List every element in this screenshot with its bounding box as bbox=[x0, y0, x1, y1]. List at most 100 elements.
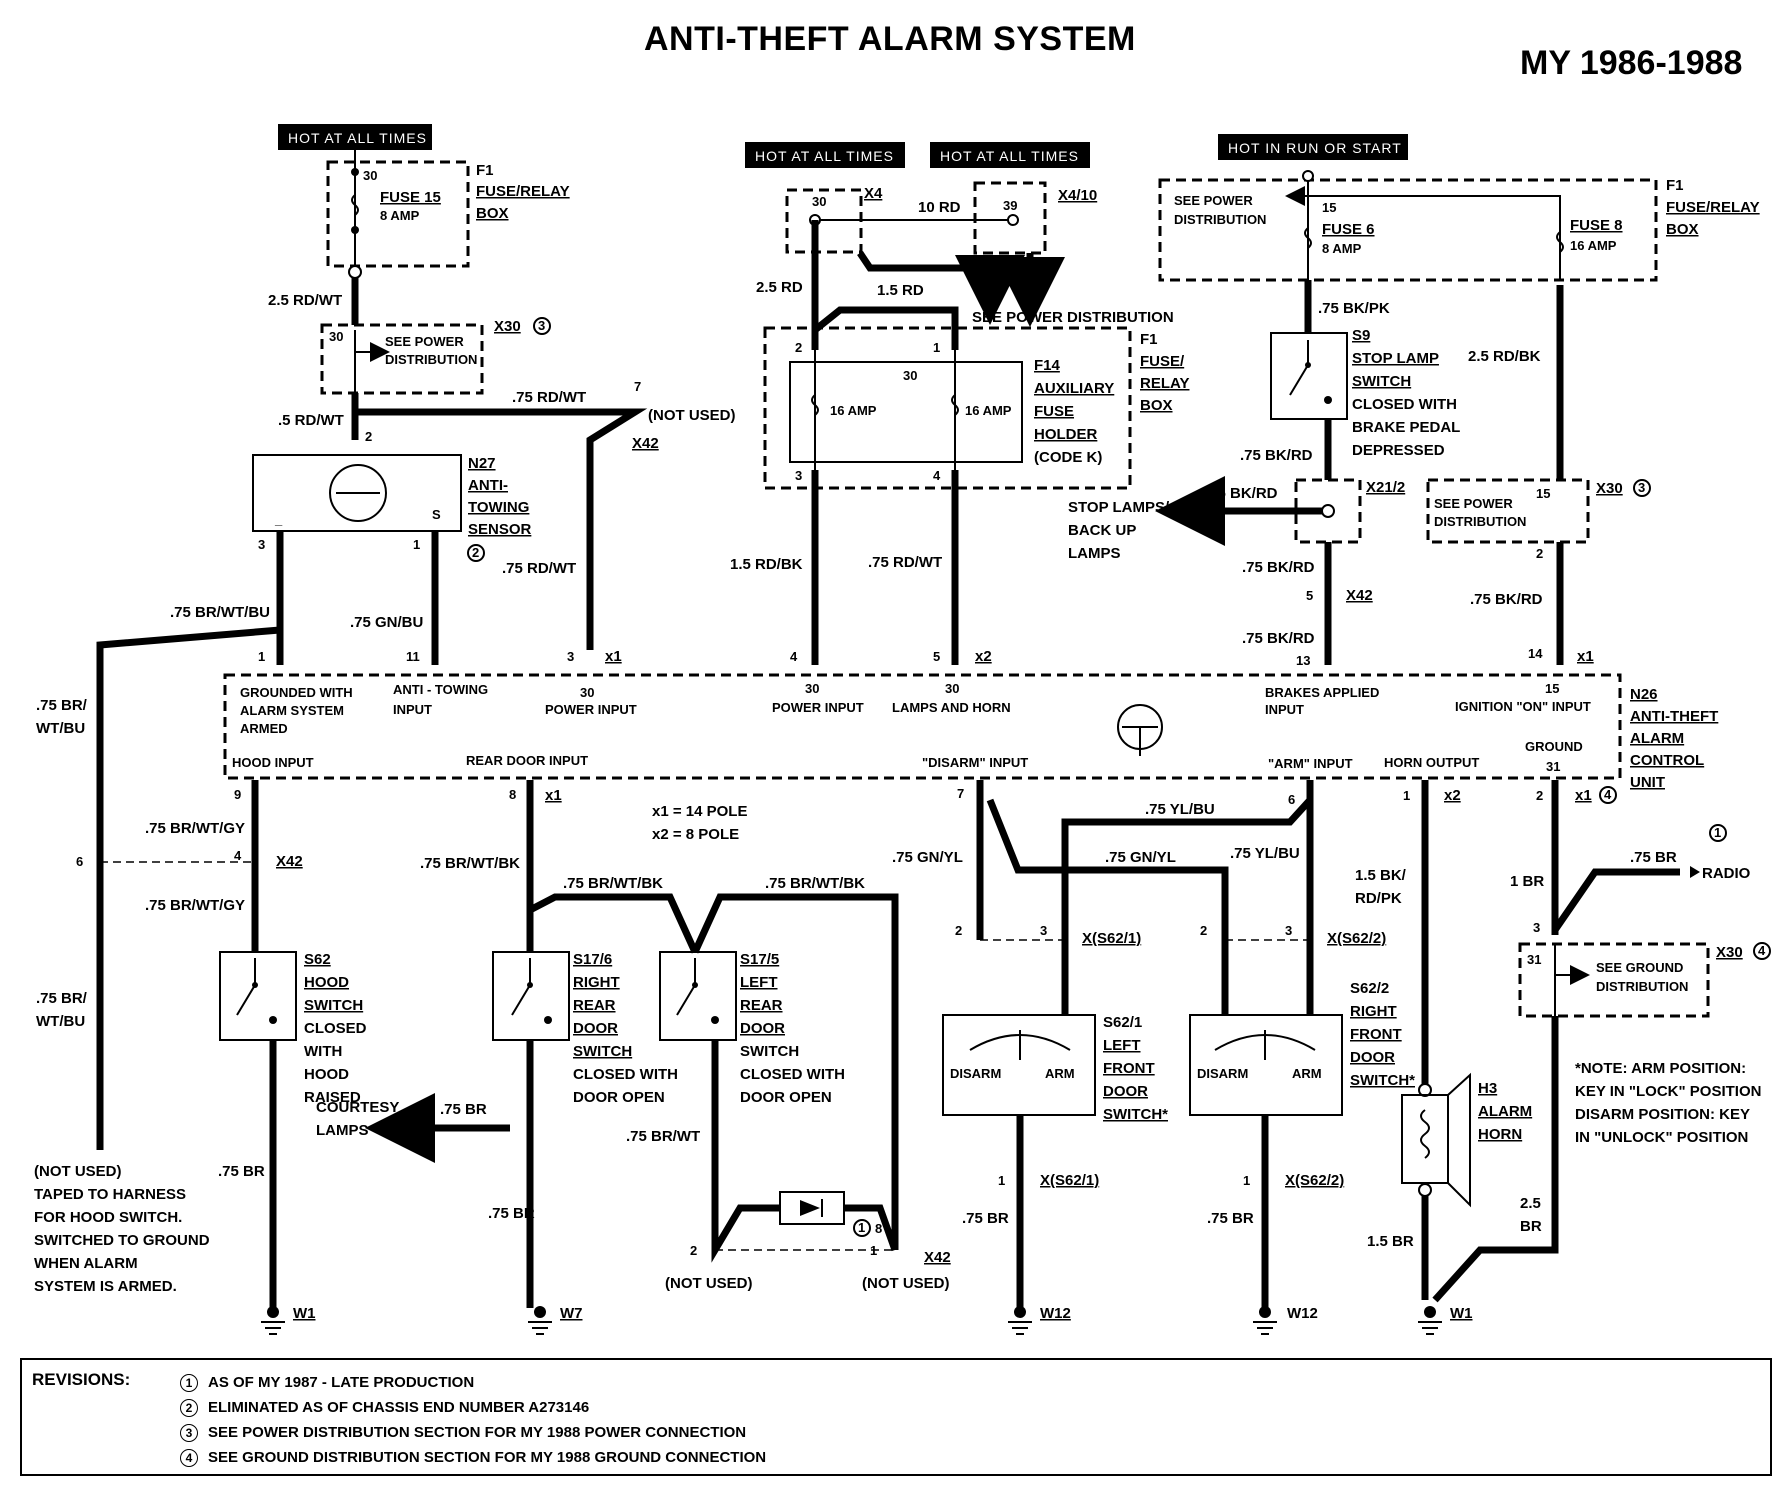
svg-text:"DISARM" INPUT: "DISARM" INPUT bbox=[922, 755, 1028, 770]
svg-text:S17/5: S17/5 bbox=[740, 951, 779, 968]
fuse-relay-box-left: 30 FUSE 15 8 AMP F1 FUSE/RELAY BOX bbox=[326, 150, 570, 268]
svg-text:X30: X30 bbox=[1596, 480, 1623, 497]
s17-6-right-rear-door-switch: S17/6 RIGHT REAR DOOR SWITCH CLOSED WITH… bbox=[492, 951, 678, 1106]
svg-text:POWER INPUT: POWER INPUT bbox=[772, 700, 864, 715]
svg-text:X42: X42 bbox=[924, 1249, 951, 1266]
ground-w12-left: W12 bbox=[1008, 1305, 1071, 1335]
svg-text:.75 BR/WT: .75 BR/WT bbox=[626, 1128, 700, 1145]
svg-text:39: 39 bbox=[1003, 198, 1017, 213]
svg-text:4: 4 bbox=[1758, 943, 1766, 958]
svg-text:ARM: ARM bbox=[1045, 1066, 1075, 1081]
svg-text:FUSE 15: FUSE 15 bbox=[380, 189, 441, 206]
svg-text:8: 8 bbox=[509, 787, 516, 802]
svg-text:POWER INPUT: POWER INPUT bbox=[545, 702, 637, 717]
svg-text:AUXILIARY: AUXILIARY bbox=[1034, 380, 1114, 397]
svg-text:11: 11 bbox=[406, 649, 420, 664]
svg-text:.75 BR/WT/BK: .75 BR/WT/BK bbox=[765, 875, 865, 892]
svg-text:SWITCH: SWITCH bbox=[304, 997, 363, 1014]
svg-text:15: 15 bbox=[1536, 486, 1550, 501]
h3-alarm-horn: H3 ALARM HORN bbox=[1401, 1072, 1532, 1208]
svg-text:ALARM: ALARM bbox=[1478, 1103, 1532, 1120]
svg-text:x2: x2 bbox=[1444, 787, 1461, 804]
svg-text:3: 3 bbox=[538, 318, 545, 333]
svg-text:SWITCH: SWITCH bbox=[740, 1043, 799, 1060]
svg-text:IN "UNLOCK" POSITION: IN "UNLOCK" POSITION bbox=[1575, 1129, 1748, 1146]
svg-text:2.5 RD/WT: 2.5 RD/WT bbox=[268, 292, 342, 309]
svg-text:STOP LAMP: STOP LAMP bbox=[1352, 350, 1439, 367]
power-badge-left: HOT AT ALL TIMES bbox=[278, 124, 432, 150]
s62-hood-switch: S62 HOOD SWITCH CLOSED WITH HOOD RAISED bbox=[219, 951, 367, 1106]
svg-text:15: 15 bbox=[1322, 200, 1336, 215]
svg-text:REAR DOOR INPUT: REAR DOOR INPUT bbox=[466, 753, 588, 768]
svg-text:3: 3 bbox=[567, 649, 574, 664]
svg-text:16 AMP: 16 AMP bbox=[1570, 238, 1617, 253]
svg-text:CLOSED WITH: CLOSED WITH bbox=[573, 1066, 678, 1083]
svg-text:.75 BR: .75 BR bbox=[440, 1101, 487, 1118]
svg-text:.75 GN/YL: .75 GN/YL bbox=[892, 849, 963, 866]
svg-text:CLOSED WITH: CLOSED WITH bbox=[1352, 396, 1457, 413]
svg-text:ALARM SYSTEM: ALARM SYSTEM bbox=[240, 703, 344, 718]
svg-text:DISARM: DISARM bbox=[950, 1066, 1001, 1081]
svg-text:X(S62/1): X(S62/1) bbox=[1082, 930, 1141, 947]
svg-text:DEPRESSED: DEPRESSED bbox=[1352, 442, 1445, 459]
svg-text:1: 1 bbox=[998, 1173, 1005, 1188]
svg-text:WT/BU: WT/BU bbox=[36, 720, 85, 737]
svg-text:LAMPS: LAMPS bbox=[316, 1122, 369, 1139]
svg-text:BOX: BOX bbox=[1140, 397, 1173, 414]
svg-text:CLOSED: CLOSED bbox=[304, 1020, 367, 1037]
svg-text:2: 2 bbox=[690, 1243, 697, 1258]
svg-text:F1: F1 bbox=[1140, 331, 1158, 348]
svg-text:4: 4 bbox=[234, 848, 242, 863]
svg-text:2.5 RD/BK: 2.5 RD/BK bbox=[1468, 348, 1541, 365]
svg-text:1: 1 bbox=[858, 1220, 865, 1235]
svg-text:9: 9 bbox=[234, 787, 241, 802]
svg-text:W12: W12 bbox=[1287, 1305, 1318, 1322]
svg-text:2: 2 bbox=[365, 429, 372, 444]
svg-text:X30: X30 bbox=[494, 318, 521, 335]
svg-text:HORN: HORN bbox=[1478, 1126, 1522, 1143]
svg-text:X42: X42 bbox=[632, 435, 659, 452]
svg-text:DOOR: DOOR bbox=[1350, 1049, 1395, 1066]
svg-text:x1: x1 bbox=[1575, 787, 1592, 804]
svg-text:.75 BR: .75 BR bbox=[962, 1210, 1009, 1227]
svg-text:ALARM: ALARM bbox=[1630, 730, 1684, 747]
svg-text:F1: F1 bbox=[476, 162, 494, 179]
svg-text:x2: x2 bbox=[975, 648, 992, 665]
svg-text:.75 RD/WT: .75 RD/WT bbox=[502, 560, 576, 577]
svg-text:x1: x1 bbox=[1577, 648, 1594, 665]
svg-text:4: 4 bbox=[1604, 787, 1612, 802]
svg-text:31: 31 bbox=[1546, 759, 1560, 774]
svg-text:DISARM: DISARM bbox=[1197, 1066, 1248, 1081]
svg-text:X4: X4 bbox=[864, 185, 883, 202]
svg-text:SEE POWER DISTRIBUTION: SEE POWER DISTRIBUTION bbox=[972, 309, 1174, 326]
svg-text:3: 3 bbox=[258, 537, 265, 552]
svg-text:BOX: BOX bbox=[476, 205, 509, 222]
not-used-note: (NOT USED) TAPED TO HARNESS FOR HOOD SWI… bbox=[34, 1163, 210, 1295]
svg-text:BR: BR bbox=[1520, 1218, 1542, 1235]
svg-text:1.5 RD/BK: 1.5 RD/BK bbox=[730, 556, 803, 573]
x30-connector-left: 30 SEE POWER DISTRIBUTION X30 bbox=[320, 317, 551, 395]
model-years: MY 1986-1988 bbox=[1520, 44, 1743, 82]
svg-text:X(S62/2): X(S62/2) bbox=[1327, 930, 1386, 947]
svg-text:ANTI-: ANTI- bbox=[468, 477, 508, 494]
svg-text:(NOT USED): (NOT USED) bbox=[648, 407, 736, 424]
svg-text:RIGHT: RIGHT bbox=[1350, 1003, 1397, 1020]
svg-text:BOX: BOX bbox=[1666, 221, 1699, 238]
svg-text:HORN OUTPUT: HORN OUTPUT bbox=[1384, 755, 1479, 770]
svg-text:CONTROL: CONTROL bbox=[1630, 752, 1704, 769]
svg-text:1.5 BR: 1.5 BR bbox=[1367, 1233, 1414, 1250]
svg-text:SYSTEM IS ARMED.: SYSTEM IS ARMED. bbox=[34, 1278, 177, 1295]
svg-text:x1: x1 bbox=[605, 648, 622, 665]
svg-text:(NOT USED): (NOT USED) bbox=[34, 1163, 122, 1180]
svg-text:INPUT: INPUT bbox=[1265, 702, 1304, 717]
svg-text:REAR: REAR bbox=[573, 997, 616, 1014]
svg-text:X21/2: X21/2 bbox=[1366, 479, 1405, 496]
svg-text:TOWING: TOWING bbox=[468, 499, 529, 516]
svg-text:3: 3 bbox=[1040, 923, 1047, 938]
svg-text:H3: H3 bbox=[1478, 1080, 1497, 1097]
svg-text:LEFT: LEFT bbox=[1103, 1037, 1141, 1054]
svg-text:S17/6: S17/6 bbox=[573, 951, 612, 968]
